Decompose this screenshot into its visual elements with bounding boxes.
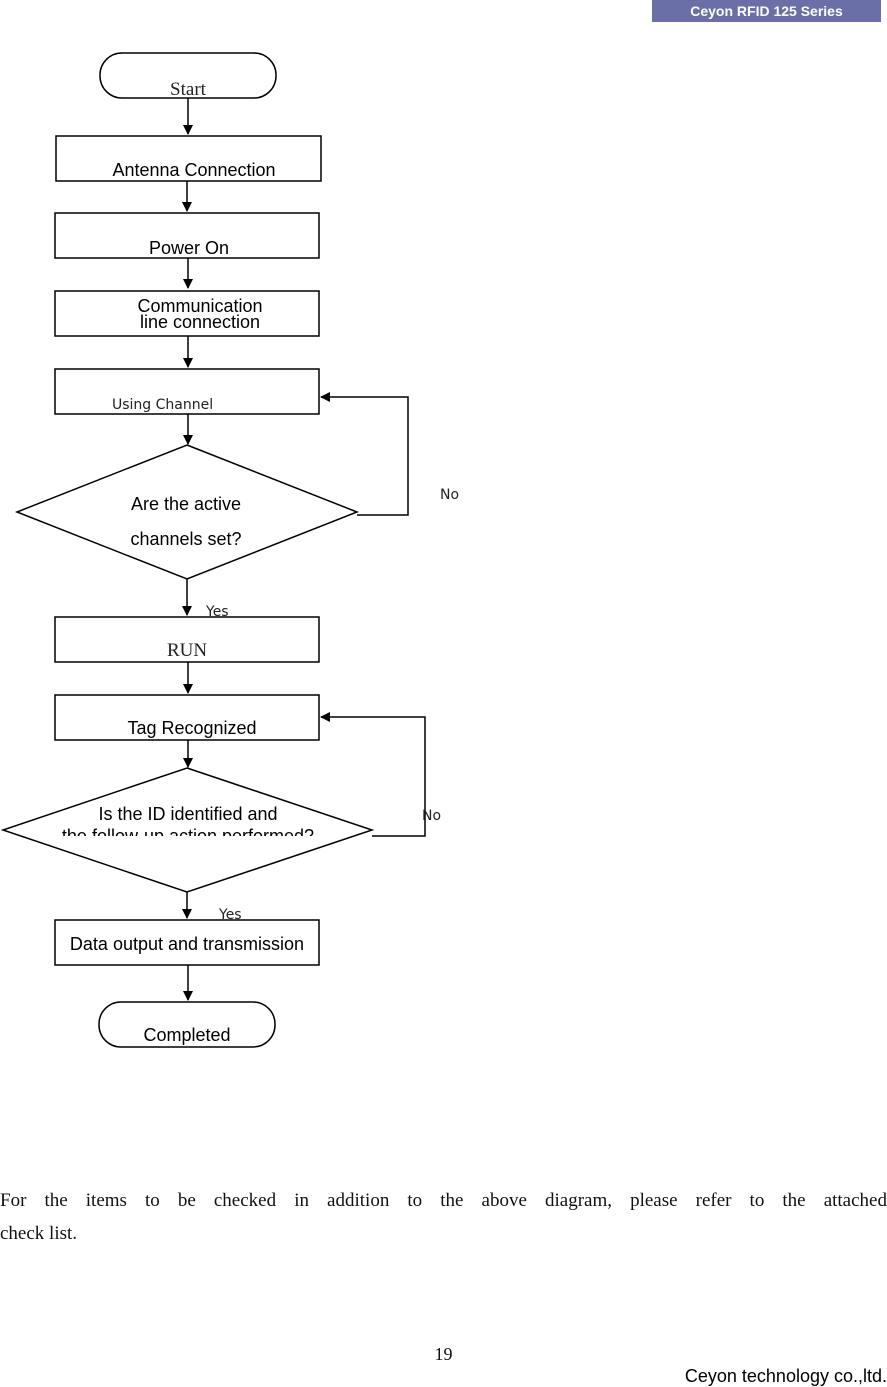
company-footer: Ceyon technology co.,ltd. [684,1366,887,1386]
antenna-connection-step [55,135,322,182]
antenna-connection-label: Antenna Connection [112,160,275,180]
data-output-label: Data output and transmission [70,934,304,954]
using-channel-label: Using Channel [112,397,213,413]
no-loop-arrow [320,712,426,837]
communication-step [54,290,320,337]
decision1-label-line1: Are the active [131,494,241,514]
decision1-label-line2: channels set? [130,529,241,549]
tag-recognized-label: Tag Recognized [127,718,256,738]
note-paragraph-line2: check list. [0,1223,78,1244]
communication-label-line1: Communication [137,296,262,316]
yes-label-1: Yes [205,604,229,620]
power-on-label: Power On [149,238,229,258]
tag-recognized-step [54,694,320,741]
run-step [54,616,320,663]
completed-terminal [98,1001,276,1048]
series-badge: Ceyon RFID 125 Series [652,0,881,22]
run-label: RUN [167,640,207,661]
no-label-1: No [440,487,459,503]
start-label: Start [170,79,207,100]
process-flowchart: Start Antenna Connection Power On Commun… [0,52,459,1048]
decision2-label-line2: the follow-up action performed? [62,826,314,846]
yes-label-2: Yes [218,907,242,923]
no-loop-arrow [320,392,409,516]
power-on-step [54,212,320,259]
page-number: 19 [434,1344,453,1364]
note-paragraph-line1: For the items to be checked in addition … [0,1190,887,1211]
data-output-step [54,919,320,966]
using-channel-step [54,368,320,415]
no-label-2: No [422,808,441,824]
decision2-label-line1: Is the ID identified and [98,804,277,824]
communication-label-line2: line connection [140,312,260,332]
completed-label: Completed [143,1025,230,1045]
